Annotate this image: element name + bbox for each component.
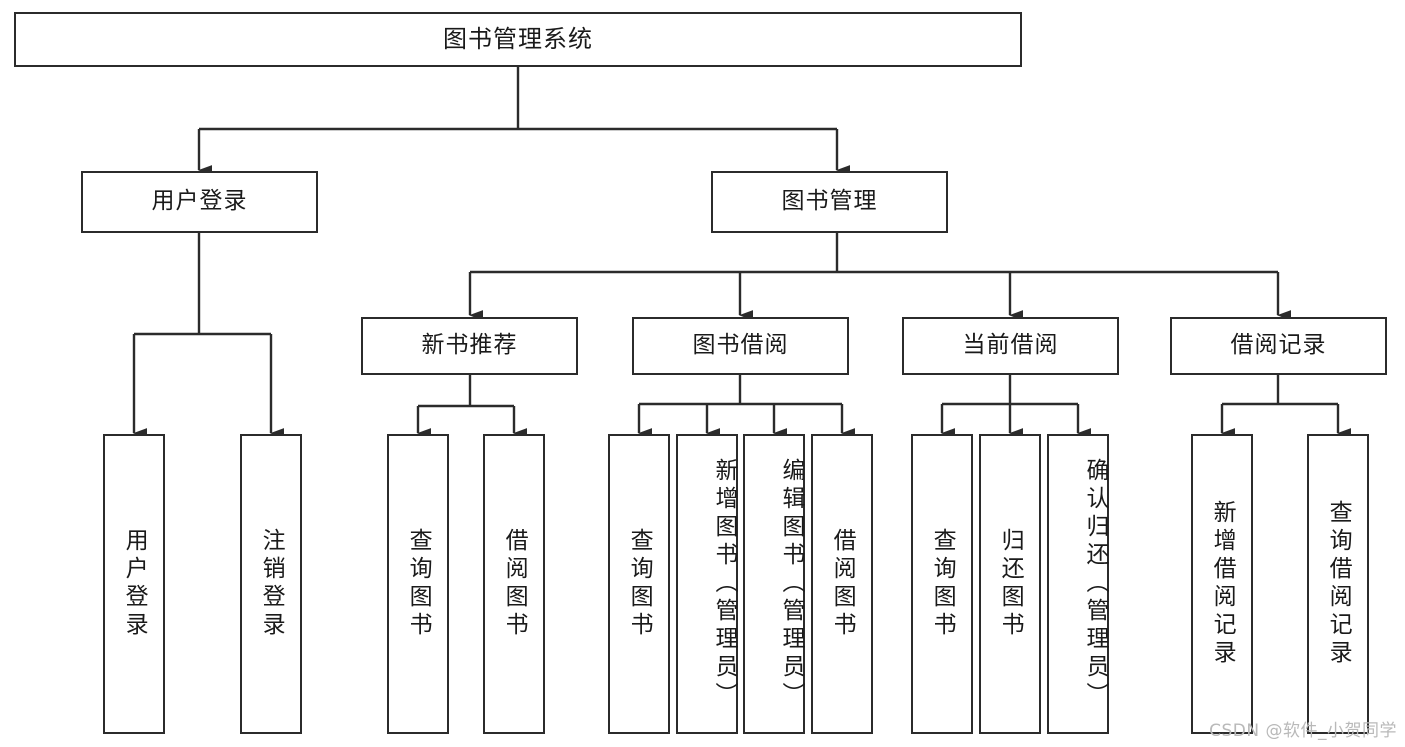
node-user-login[interactable]: 用户登录 [81, 171, 318, 233]
csdn-watermark: CSDN @软件_小贺同学 [1209, 721, 1397, 741]
leaf-user-login-login[interactable]: 用户登录 [103, 434, 165, 734]
leaf-book-borrow-borrow-book[interactable]: 借阅图书 [811, 434, 873, 734]
leaf-current-borrow-confirm-return-admin[interactable]: 确认归还（管理员） [1047, 434, 1109, 734]
node-book-management[interactable]: 图书管理 [711, 171, 948, 233]
node-new-book-recommend[interactable]: 新书推荐 [361, 317, 578, 375]
leaf-current-borrow-return-book[interactable]: 归还图书 [979, 434, 1041, 734]
leaf-borrow-record-add-record[interactable]: 新增借阅记录 [1191, 434, 1253, 734]
node-borrow-record[interactable]: 借阅记录 [1170, 317, 1387, 375]
node-root-book-management-system[interactable]: 图书管理系统 [14, 12, 1022, 67]
leaf-new-book-borrow-book[interactable]: 借阅图书 [483, 434, 545, 734]
node-current-borrow[interactable]: 当前借阅 [902, 317, 1119, 375]
leaf-new-book-query-book[interactable]: 查询图书 [387, 434, 449, 734]
leaf-book-borrow-add-book-admin[interactable]: 新增图书（管理员） [676, 434, 738, 734]
leaf-book-borrow-query-book[interactable]: 查询图书 [608, 434, 670, 734]
leaf-user-login-logout[interactable]: 注销登录 [240, 434, 302, 734]
leaf-current-borrow-query-book[interactable]: 查询图书 [911, 434, 973, 734]
leaf-book-borrow-edit-book-admin[interactable]: 编辑图书（管理员） [743, 434, 805, 734]
leaf-borrow-record-query-record[interactable]: 查询借阅记录 [1307, 434, 1369, 734]
node-book-borrow[interactable]: 图书借阅 [632, 317, 849, 375]
